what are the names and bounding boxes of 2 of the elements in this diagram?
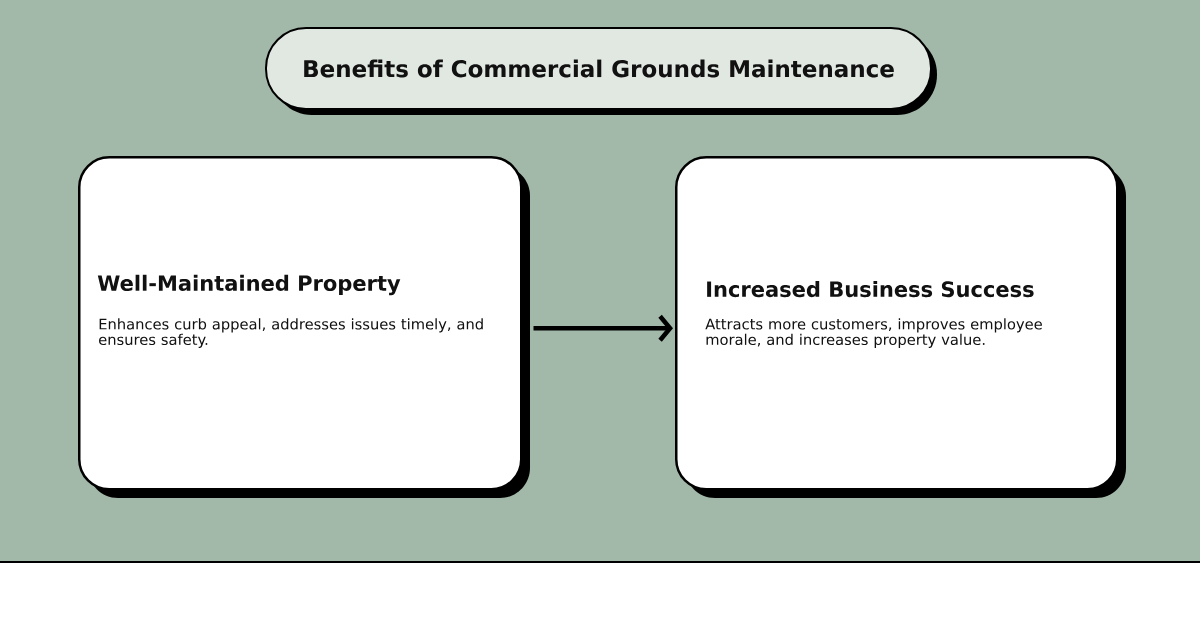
arrow <box>533 314 673 342</box>
title-pill: Benefits of Commercial Grounds Maintenance <box>265 27 937 115</box>
